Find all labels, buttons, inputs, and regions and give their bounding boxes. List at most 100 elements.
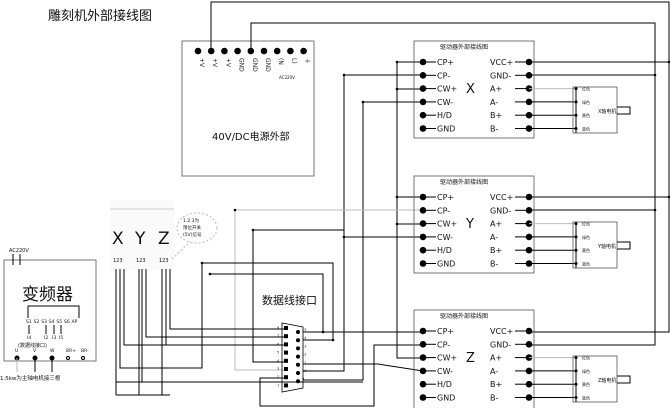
limit-note-1: 1.2.3为 <box>183 217 199 224</box>
data-port-pin <box>284 350 288 355</box>
wire <box>234 209 423 371</box>
motor-wire-label: 红色 <box>582 355 590 361</box>
wire-junction <box>342 235 346 239</box>
wire <box>123 269 284 346</box>
driver-left-pin-label: CW- <box>437 367 453 376</box>
driver-left-pin-label: CP+ <box>437 193 454 202</box>
wire <box>259 344 423 407</box>
driver-right-pin-label: B+ <box>490 380 502 389</box>
data-port-pin-label: 5 <box>277 351 279 355</box>
inverter-note: 1.5kw为主轴电机接三根 <box>0 374 61 382</box>
driver-right-pin-label: B+ <box>490 111 502 120</box>
data-port-pin-label: 9 <box>302 377 304 381</box>
motor-wire-label: 绿色 <box>582 99 590 105</box>
wire <box>210 273 324 332</box>
wire-junction <box>667 195 670 199</box>
wire-junction <box>667 60 670 64</box>
driver-right-pin-label: B- <box>490 125 498 134</box>
ps-pin-label: GND <box>238 58 245 72</box>
wires <box>115 1 670 407</box>
driver-x: 驱动器外部接线图XCP+CP-CW+CW-H/DGNDVCC+GND-A+A-B… <box>413 40 631 139</box>
inverter-data-pin: I2 <box>44 335 48 341</box>
inverter-terminal-label: AP <box>72 319 78 325</box>
driver-right-pin-label: A- <box>490 367 498 376</box>
limit-note-2: 限位开关 <box>183 224 201 231</box>
data-port-pin <box>296 379 300 384</box>
wire <box>115 269 363 383</box>
driver-left-pin-label: CP+ <box>437 58 454 67</box>
inverter-terminal-label: S1 <box>26 319 32 325</box>
inverter-ac-label: AC220V <box>9 248 29 254</box>
inverter-data-pin: I4 <box>27 335 31 341</box>
inverter-terminal <box>81 356 85 360</box>
driver-header: 驱动器外部接线图 <box>440 178 488 186</box>
driver-left-pin-label: H/D <box>437 111 452 120</box>
wire <box>210 1 670 333</box>
ps-terminal <box>234 47 241 55</box>
limit-y-pins: 123 <box>136 258 146 264</box>
data-port-pin <box>284 334 288 339</box>
driver-left-pin-label: CP- <box>437 340 450 349</box>
driver-right-pin-label: VCC+ <box>490 327 513 336</box>
motor-wire-label: 黄色 <box>582 381 590 387</box>
data-port-pin <box>296 354 300 359</box>
wire-junction <box>208 272 212 276</box>
driver-axis-label: Y <box>465 217 474 232</box>
driver-left-pin-label: CP+ <box>437 327 454 336</box>
ps-pin-label: +V <box>198 58 205 68</box>
driver-left-pin-label: CW- <box>437 233 453 242</box>
motor-wire-label: 蓝色 <box>582 126 590 132</box>
ps-terminal <box>287 47 294 55</box>
wire <box>303 101 423 381</box>
data-port-pin <box>284 375 288 380</box>
wire-junction <box>653 73 657 77</box>
driver-left-pin-label: CP- <box>437 71 450 80</box>
data-port-pin-label: 3 <box>277 367 279 371</box>
wire <box>303 363 424 372</box>
inverter-output-label: BR+ <box>66 348 76 354</box>
driver-z: 驱动器外部接线图ZCP+CP-CW+CW-H/DGNDVCC+GND-A+A-B… <box>413 309 631 408</box>
wire-junction <box>653 208 657 212</box>
inverter-terminal <box>66 356 70 360</box>
driver-right-pin-label: A- <box>490 98 498 107</box>
driver-right-pin-label: GND- <box>490 71 511 80</box>
data-port-pin <box>284 367 288 371</box>
motor-wire-label: 蓝色 <box>582 261 590 267</box>
wire <box>169 269 284 330</box>
motor-wire-label: 绿色 <box>582 234 590 240</box>
driver-right-pin-label: B- <box>490 260 498 269</box>
inverter-label: 变频器 <box>22 285 73 305</box>
inverter-output-label: U <box>15 348 18 354</box>
ps-pin-label: +V <box>224 58 231 68</box>
data-port-pin <box>284 326 288 330</box>
driver-y: 驱动器外部接线图YCP+CP-CW+CW-H/DGNDVCC+GND-A+A-B… <box>413 175 631 274</box>
driver-axis-label: X <box>466 82 475 97</box>
diagram-title: 雕刻机外部接线图 <box>48 8 152 24</box>
inverter-output-label: BR- <box>81 348 89 354</box>
ps-pin-label: GND <box>251 58 258 72</box>
wire-junction <box>321 330 325 334</box>
wire-junction <box>251 228 255 232</box>
motor-wire-label: 绿色 <box>582 368 590 374</box>
driver-left-pin-label: CW+ <box>437 85 457 94</box>
data-port-pin-label: 8 <box>277 326 279 330</box>
data-port-pin-label: 7 <box>277 334 279 338</box>
motor-label: Y轴电机 <box>597 243 616 250</box>
ps-ac-label: AC220V <box>279 75 295 80</box>
inverter-data-pin: I3 <box>52 335 56 341</box>
wire <box>252 229 344 363</box>
wire-junction <box>331 338 335 342</box>
motor-wire-label: 红色 <box>582 86 590 92</box>
driver-header: 驱动器外部接线图 <box>440 312 488 320</box>
driver-left-pin-label: H/D <box>437 246 452 255</box>
driver-right-pin-label: A- <box>490 233 498 242</box>
data-port-pin <box>284 358 288 363</box>
wire <box>250 22 656 346</box>
ps-pin-label: ⏚ <box>304 58 311 64</box>
data-port-pin <box>296 346 300 351</box>
inverter-output-label: V <box>33 348 37 354</box>
inverter-data-pin: I5 <box>59 335 63 341</box>
